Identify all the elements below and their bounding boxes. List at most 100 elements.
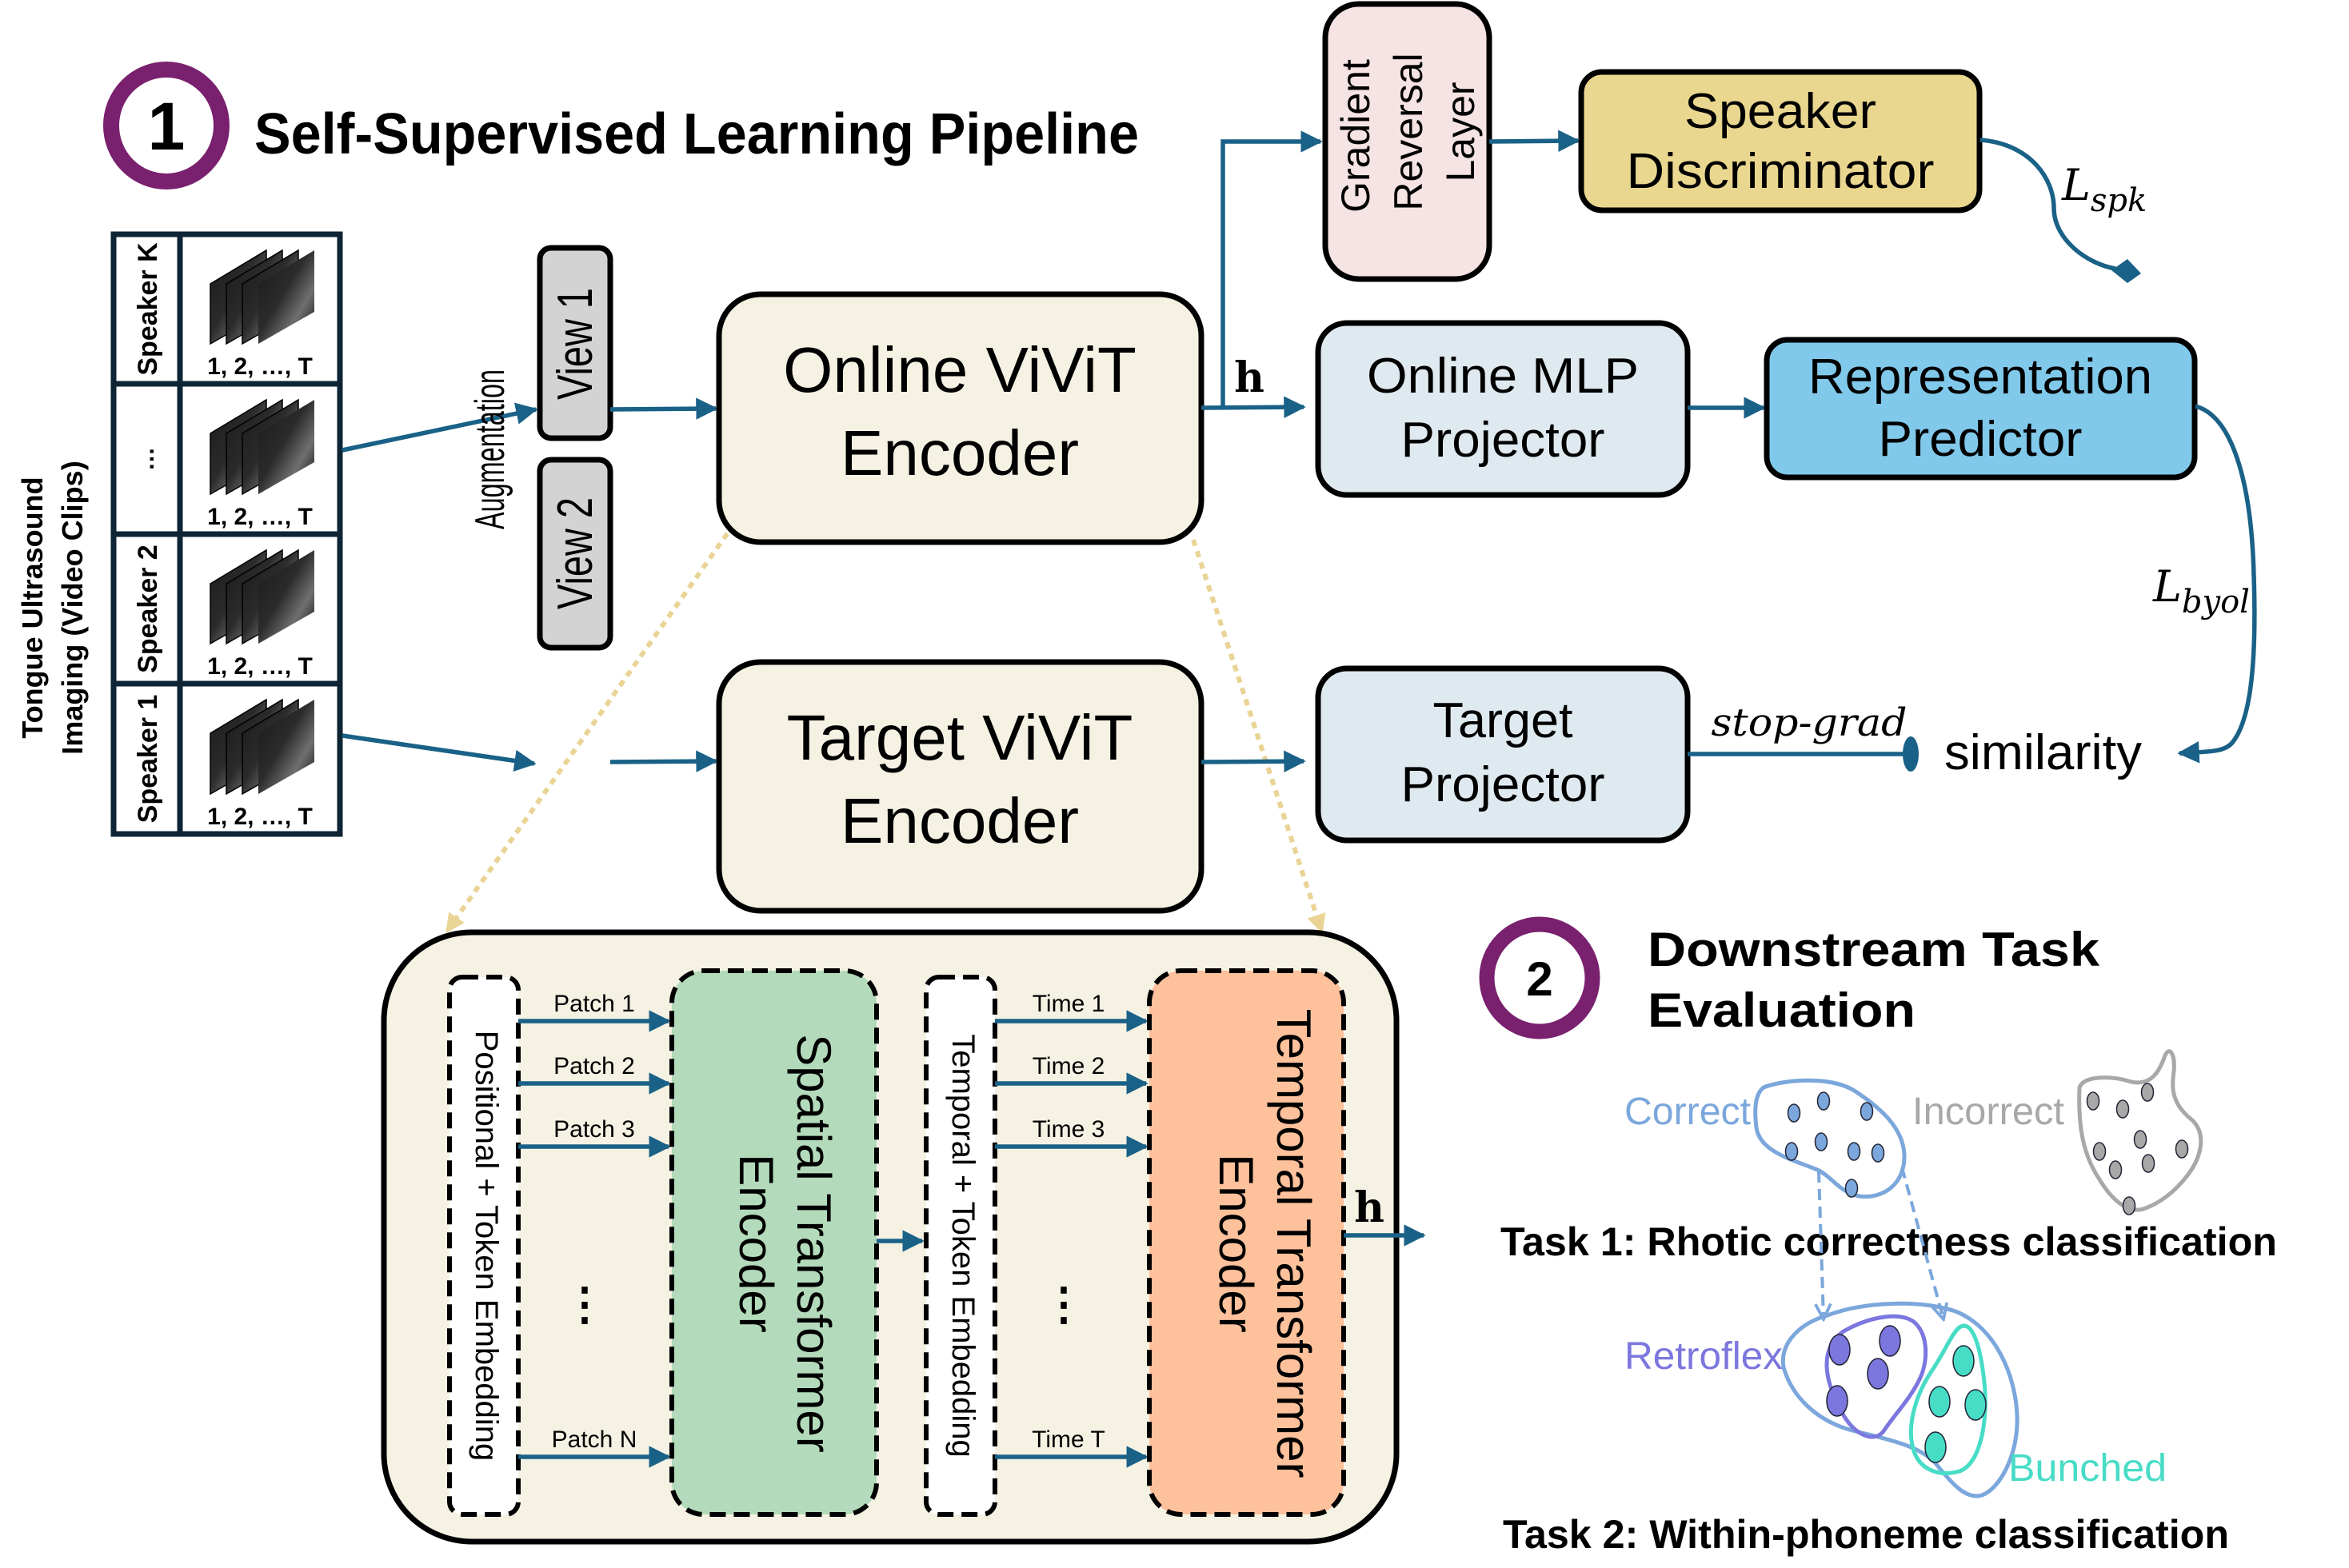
section-1-header: 1 Self-Supervised Learning Pipeline xyxy=(103,62,1139,190)
task2-title: Task 2: Within-phoneme classification xyxy=(1503,1512,2229,1557)
cluster-point xyxy=(2140,1083,2155,1102)
stop-grad-label: stop-grad xyxy=(1712,700,1908,745)
section-2-title-line1: Downstream Task xyxy=(1648,923,2100,976)
grl-line2: Reversal xyxy=(1386,53,1431,210)
target-vivit-encoder[interactable]: Target ViViT Encoder xyxy=(716,659,1204,914)
arrow-grl-to-disc xyxy=(1488,130,1580,152)
section-1-title: Self-Supervised Learning Pipeline xyxy=(254,102,1139,166)
speaker-disc-line1: Speaker xyxy=(1684,84,1876,139)
cluster-point xyxy=(1784,1142,1799,1161)
vivit-detail-panel: Positional + Token Embedding Patch 1Patc… xyxy=(381,929,1426,1545)
correct-cluster-outline xyxy=(1753,1078,1907,1199)
patch-label: Patch 1 xyxy=(553,991,635,1017)
patch-dots: ⋮ xyxy=(562,1279,607,1329)
temporal-line1: Temporal Transformer xyxy=(1267,1009,1320,1478)
bunched-dots xyxy=(1924,1345,1987,1463)
time-label: Time 3 xyxy=(1033,1116,1105,1143)
time-label: Time 2 xyxy=(1033,1053,1105,1079)
frame-index-label: 1, 2, …, T xyxy=(207,504,313,530)
grl-line1: Gradient xyxy=(1333,59,1378,213)
representation-predictor[interactable]: Representation Predictor xyxy=(1764,337,2198,481)
arrow-to-view2 xyxy=(342,733,537,772)
incorrect-cluster-outline xyxy=(2077,1049,2203,1212)
task1-clusters: Correct Incorrect xyxy=(1624,1049,2203,1215)
online-encoder-line1: Online ViViT xyxy=(783,334,1137,405)
online-encoder-rect[interactable] xyxy=(716,291,1204,545)
target-projector-line1: Target xyxy=(1433,693,1573,748)
predictor-line1: Representation xyxy=(1808,349,2152,405)
detail-h-label: h xyxy=(1354,1183,1384,1232)
view2-box[interactable]: View 2 xyxy=(537,457,613,651)
cluster-point xyxy=(2141,1154,2155,1173)
view1-rect[interactable] xyxy=(537,245,613,441)
phoneme-cluster-outline xyxy=(1780,1301,2019,1498)
cluster-point xyxy=(1871,1143,1885,1163)
speaker-disc-line2: Discriminator xyxy=(1627,144,1935,199)
similarity-label: similarity xyxy=(1944,725,2142,780)
online-mlp-projector[interactable]: Online MLP Projector xyxy=(1315,320,1691,498)
zoom-line-right xyxy=(1191,539,1326,934)
predictor-line2: Predictor xyxy=(1879,412,2083,467)
cluster-point xyxy=(1844,1179,1859,1198)
online-vivit-encoder[interactable]: Online ViViT Encoder xyxy=(716,291,1204,545)
patch-token: Patch N xyxy=(518,1426,671,1468)
section-2-number: 2 xyxy=(1526,952,1552,1006)
augmentation-label: Augmentation xyxy=(467,369,513,529)
incorrect-label: Incorrect xyxy=(1912,1091,2064,1133)
ultrasound-frame xyxy=(258,700,314,794)
correct-to-task2-arrow-right xyxy=(1900,1167,1944,1319)
positional-embedding-box xyxy=(447,975,521,1517)
speaker-disc-rect[interactable] xyxy=(1578,69,1983,213)
ultrasound-clip-thumbnail xyxy=(210,398,314,496)
arrow-h-to-grl xyxy=(1220,130,1323,408)
online-encoder-line2: Encoder xyxy=(841,417,1079,489)
time-dots: ⋮ xyxy=(1041,1279,1086,1329)
time-token: Time 3 xyxy=(995,1116,1149,1158)
speaker-label: Speaker 2 xyxy=(133,545,163,673)
patch-label: Patch 3 xyxy=(553,1116,635,1143)
lspk-label: Lspk xyxy=(2061,160,2147,219)
time-token: Time 1 xyxy=(995,991,1149,1032)
predictor-rect[interactable] xyxy=(1764,337,2198,481)
section-2-header: 2 Downstream Task Evaluation xyxy=(1479,916,2100,1039)
correct-to-task2-arrow-left xyxy=(1819,1171,1824,1319)
spatial-transformer-box[interactable] xyxy=(669,968,879,1517)
target-encoder-rect[interactable] xyxy=(716,659,1204,914)
incorrect-dots xyxy=(2086,1083,2189,1215)
arrow-view2-to-target xyxy=(609,750,718,772)
speaker-label: Speaker 1 xyxy=(133,695,163,824)
section-2-title-line2: Evaluation xyxy=(1648,983,1916,1037)
bunched-label: Bunched xyxy=(2008,1447,2167,1490)
ultrasound-clip-thumbnail xyxy=(210,249,314,345)
target-projector[interactable]: Target Projector xyxy=(1315,665,1691,844)
speaker-discriminator[interactable]: Speaker Discriminator xyxy=(1578,69,1983,213)
cluster-point xyxy=(2133,1130,2147,1149)
temporal-transformer-box[interactable] xyxy=(1147,968,1346,1517)
cluster-point xyxy=(1860,1102,1874,1121)
cluster-point xyxy=(1814,1132,1828,1151)
retroflex-label: Retroflex xyxy=(1624,1335,1783,1378)
view2-rect[interactable] xyxy=(537,457,613,651)
patch-token: Patch 1 xyxy=(518,991,671,1032)
gradient-reversal-layer[interactable]: Gradient Reversal Layer xyxy=(1322,1,1492,282)
ultrasound-frame xyxy=(258,550,314,644)
cluster-point xyxy=(2108,1160,2123,1179)
grl-line3: Layer xyxy=(1438,82,1483,182)
online-output-arrows: h xyxy=(1200,130,1323,418)
cluster-point xyxy=(1847,1142,1861,1161)
cluster-point xyxy=(2122,1196,2136,1215)
arrow-h-to-mlp xyxy=(1200,396,1306,418)
input-label-line1: Tongue Ultrasound xyxy=(16,477,49,738)
cluster-point xyxy=(1867,1358,1889,1390)
arrow-target-to-projector xyxy=(1200,750,1306,772)
view1-box[interactable]: View 1 xyxy=(537,245,613,441)
target-encoder-line1: Target ViViT xyxy=(787,702,1133,773)
input-label-line2: Imaging (Video Clips) xyxy=(56,461,89,754)
lbyol-label: Lbyol xyxy=(2152,561,2250,620)
time-token: Time T xyxy=(995,1426,1149,1468)
section-1-badge xyxy=(103,62,230,190)
arrow-to-view1 xyxy=(342,402,538,453)
